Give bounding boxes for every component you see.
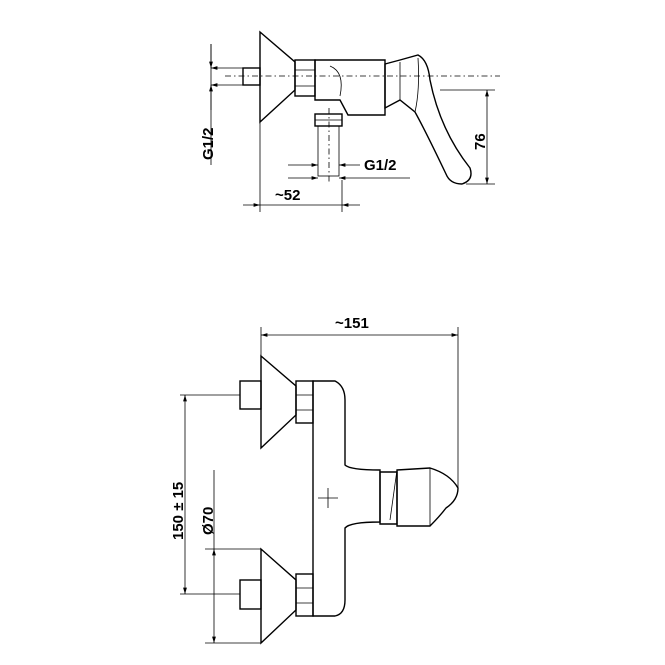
upper-inlet-pipe [239,380,262,410]
lower-inlet-pipe [239,579,262,610]
diameter-label: Ø70 [200,507,217,535]
upper-hex-nut [295,380,314,424]
spacing-label: 150 ± 15 [170,482,187,540]
front-view: ~151 150 ± 15 Ø70 [170,315,459,645]
depth-label: ~52 [275,187,300,204]
lower-hex-nut [295,573,314,617]
mixer-body-front [312,380,381,617]
width-label: ~151 [335,315,369,332]
outlet-thread-label: G1/2 [364,157,397,174]
hex-nut [294,59,316,97]
wall-flange [259,30,296,124]
mixer-body [314,59,386,116]
upper-wall-flange [260,354,297,450]
side-view: G1/2 G1/2 ~52 76 [200,30,500,212]
inlet-thread-label: G1/2 [200,127,217,160]
lower-wall-flange [260,547,297,645]
lever-front [396,467,459,527]
lever-cylinder [379,471,398,525]
lever-handle [384,54,472,185]
outlet-pipe [317,125,340,177]
inlet-pipe [242,67,261,86]
height-label: 76 [472,133,489,150]
